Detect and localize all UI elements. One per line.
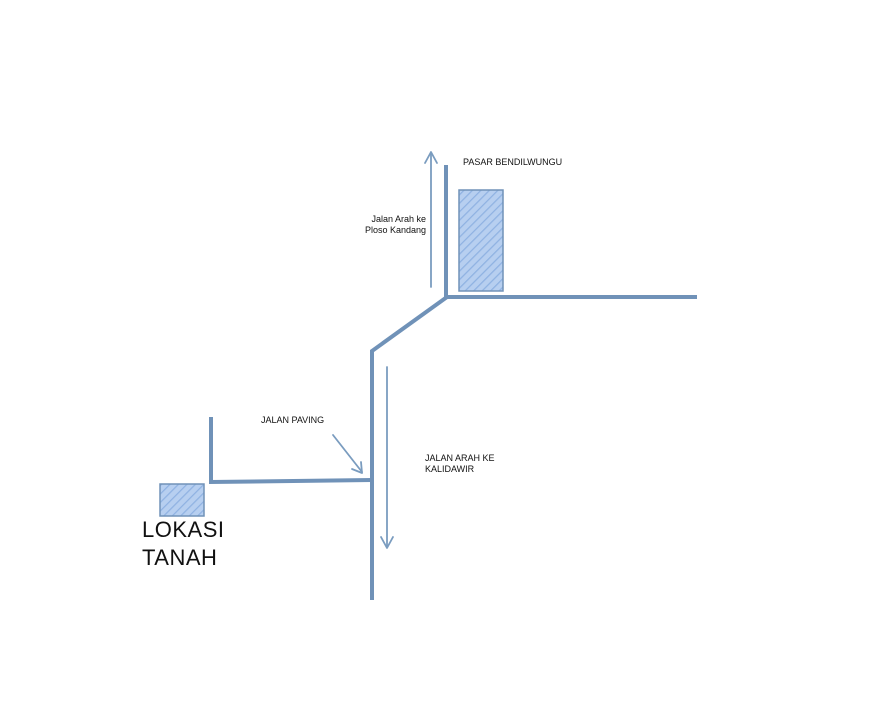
north-road-label-line2: Ploso Kandang <box>364 225 426 235</box>
north-road-label-line1: Jalan Arah ke <box>371 214 426 224</box>
land-location-label-line2: TANAH <box>142 545 218 570</box>
arrow-up-icon <box>424 151 438 288</box>
main-road <box>370 295 697 600</box>
arrow-down-right-icon <box>332 434 363 474</box>
north-road-label: Jalan Arah ke Ploso Kandang <box>348 214 426 236</box>
land-location-label: LOKASI TANAH <box>142 516 224 572</box>
south-road-label-line1: JALAN ARAH KE <box>425 453 495 463</box>
market-plot <box>458 189 504 292</box>
south-road-label-line2: KALIDAWIR <box>425 464 475 474</box>
land-plot <box>159 483 205 517</box>
paving-road <box>209 417 373 485</box>
south-road-label: JALAN ARAH KE KALIDAWIR <box>425 453 495 475</box>
land-location-label-line1: LOKASI <box>142 517 225 542</box>
arrow-down-icon <box>380 366 394 549</box>
market-label: PASAR BENDILWUNGU <box>463 157 563 167</box>
paving-road-label: JALAN PAVING <box>261 415 325 425</box>
